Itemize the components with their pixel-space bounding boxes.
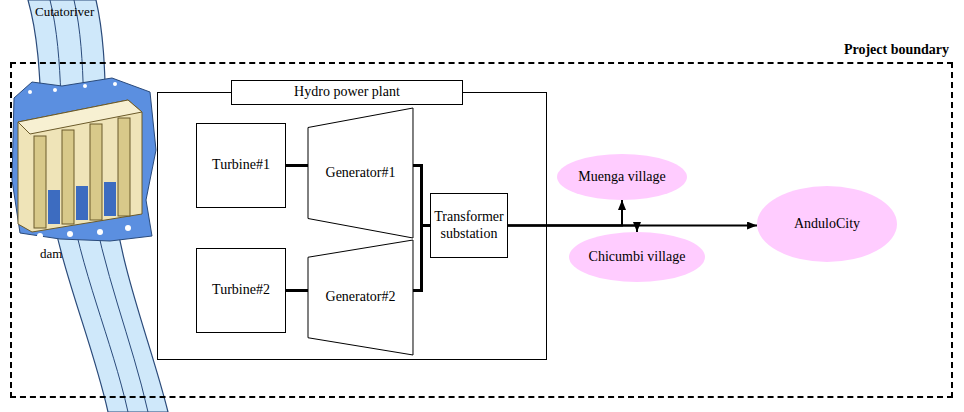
node-text: Hydro power plant [294,84,400,100]
node-text: AnduloCity [794,216,860,232]
substation-box: Transformer substation [430,193,508,258]
node-text: Generator#2 [326,289,396,305]
generator-trapezoid: Generator#2 [308,240,413,355]
power-plant-box: Hydro power plantTurbine#1Generator#1Tur… [157,92,547,360]
text-holder: Transformer substation [431,194,507,257]
title-box: Hydro power plant [231,80,463,105]
dam-water [12,78,156,241]
node-text: Turbine#2 [212,282,270,298]
boundary-heading: Project boundary [844,42,949,58]
dam-label: dam [40,246,62,262]
village-ellipse: Muenga village [557,154,687,200]
project-boundary: Project boundaryHydro power plantTurbine… [10,62,953,398]
node-text: Chicumbi village [589,249,686,265]
village-ellipse: Chicumbi village [569,232,705,282]
text-holder: Turbine#2 [197,249,285,332]
city-ellipse: AnduloCity [757,186,897,262]
node-text: Muenga village [578,169,665,185]
power-line [286,289,308,292]
dam-body [18,100,142,232]
spray [28,82,131,239]
text-holder: Turbine#1 [197,124,285,207]
dam-gates [48,182,116,224]
supply-arrow [508,225,757,227]
turbine-box: Turbine#2 [196,248,286,333]
river-label: Cutatoriver [35,4,94,20]
text-holder: Muenga village [557,154,687,200]
turbine-box: Turbine#1 [196,123,286,208]
node-text: Project boundary [844,42,949,58]
text-holder: Generator#2 [308,240,413,355]
dam-pillars [34,118,130,228]
node-text: Turbine#1 [212,157,270,173]
power-line [413,166,430,226]
node-text: Generator#1 [326,165,396,181]
text-holder: Chicumbi village [569,232,705,282]
text-holder: Generator#1 [308,108,413,238]
generator-trapezoid: Generator#1 [308,108,413,238]
supply-arrow [508,200,622,226]
node-text: Transformer substation [434,209,504,241]
power-line [413,226,430,291]
power-line [286,164,308,167]
text-holder: AnduloCity [757,186,897,262]
